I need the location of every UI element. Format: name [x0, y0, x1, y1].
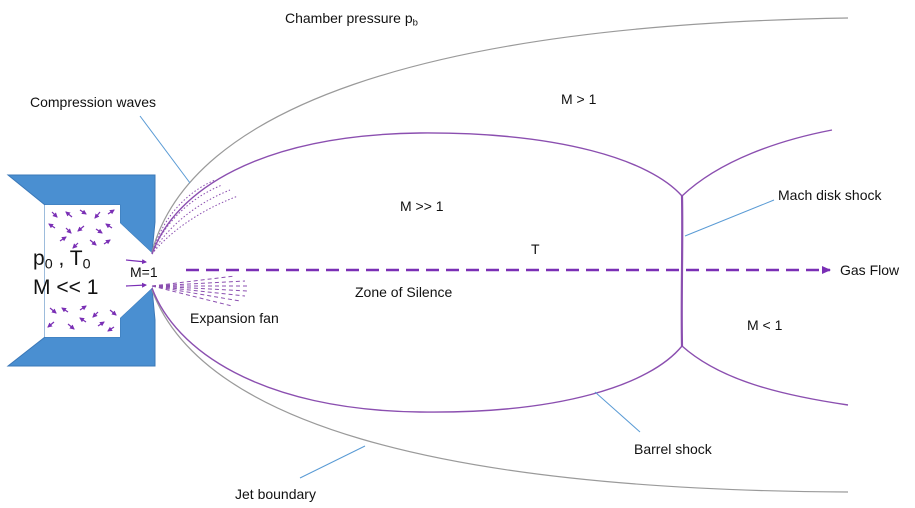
- molecule-arrows: [47, 209, 117, 332]
- throat-arrows: [125, 259, 147, 288]
- chamber-pressure-label: Chamber pressure pb: [285, 10, 418, 29]
- barrel-shock-label: Barrel shock: [634, 441, 712, 457]
- jet-boundary-upper: [151, 17, 849, 253]
- leader-compression-waves: [139, 115, 191, 184]
- t0-subscript: 0: [82, 256, 91, 273]
- compression-waves: [151, 179, 239, 255]
- chamber-pressure-text: Chamber pressure p: [285, 10, 413, 26]
- expansion-fan-label: Expansion fan: [190, 310, 279, 326]
- mach-disk: [680, 195, 684, 347]
- mach-disk-shock-label: Mach disk shock: [778, 187, 882, 203]
- p0-text: p: [33, 247, 45, 270]
- reflected-shock-upper: [681, 129, 833, 197]
- gas-flow-label: Gas Flow: [840, 262, 900, 278]
- t0-text: , T: [52, 247, 83, 270]
- chamber-pressure-subscript: b: [412, 17, 418, 29]
- p0-t0-label: p0 , T0: [33, 247, 91, 273]
- expansion-fan: [151, 275, 250, 307]
- jet-boundary-lower: [151, 289, 849, 493]
- t-label: T: [531, 241, 540, 257]
- m-lt-1-label: M < 1: [747, 317, 783, 333]
- leader-barrel-shock: [594, 391, 641, 433]
- nozzle-throat-white: [120, 223, 152, 318]
- leader-mach-disk: [684, 199, 775, 237]
- reflected-shock-lower: [681, 345, 849, 406]
- zone-of-silence-label: Zone of Silence: [355, 284, 453, 300]
- leader-jet-boundary: [299, 445, 366, 479]
- barrel-shock-upper: [151, 132, 683, 255]
- leader-lines: [139, 115, 775, 479]
- m-gg-1-label: M >> 1: [400, 198, 444, 214]
- jet-boundary-label: Jet boundary: [235, 486, 316, 502]
- compression-waves-label: Compression waves: [30, 94, 157, 110]
- barrel-shock-lower: [151, 287, 683, 413]
- m-equals-1-label: M=1: [130, 264, 158, 280]
- p0-subscript: 0: [44, 256, 53, 273]
- m-gt-1-label: M > 1: [561, 91, 597, 107]
- m-ll-1-label: M << 1: [33, 276, 99, 299]
